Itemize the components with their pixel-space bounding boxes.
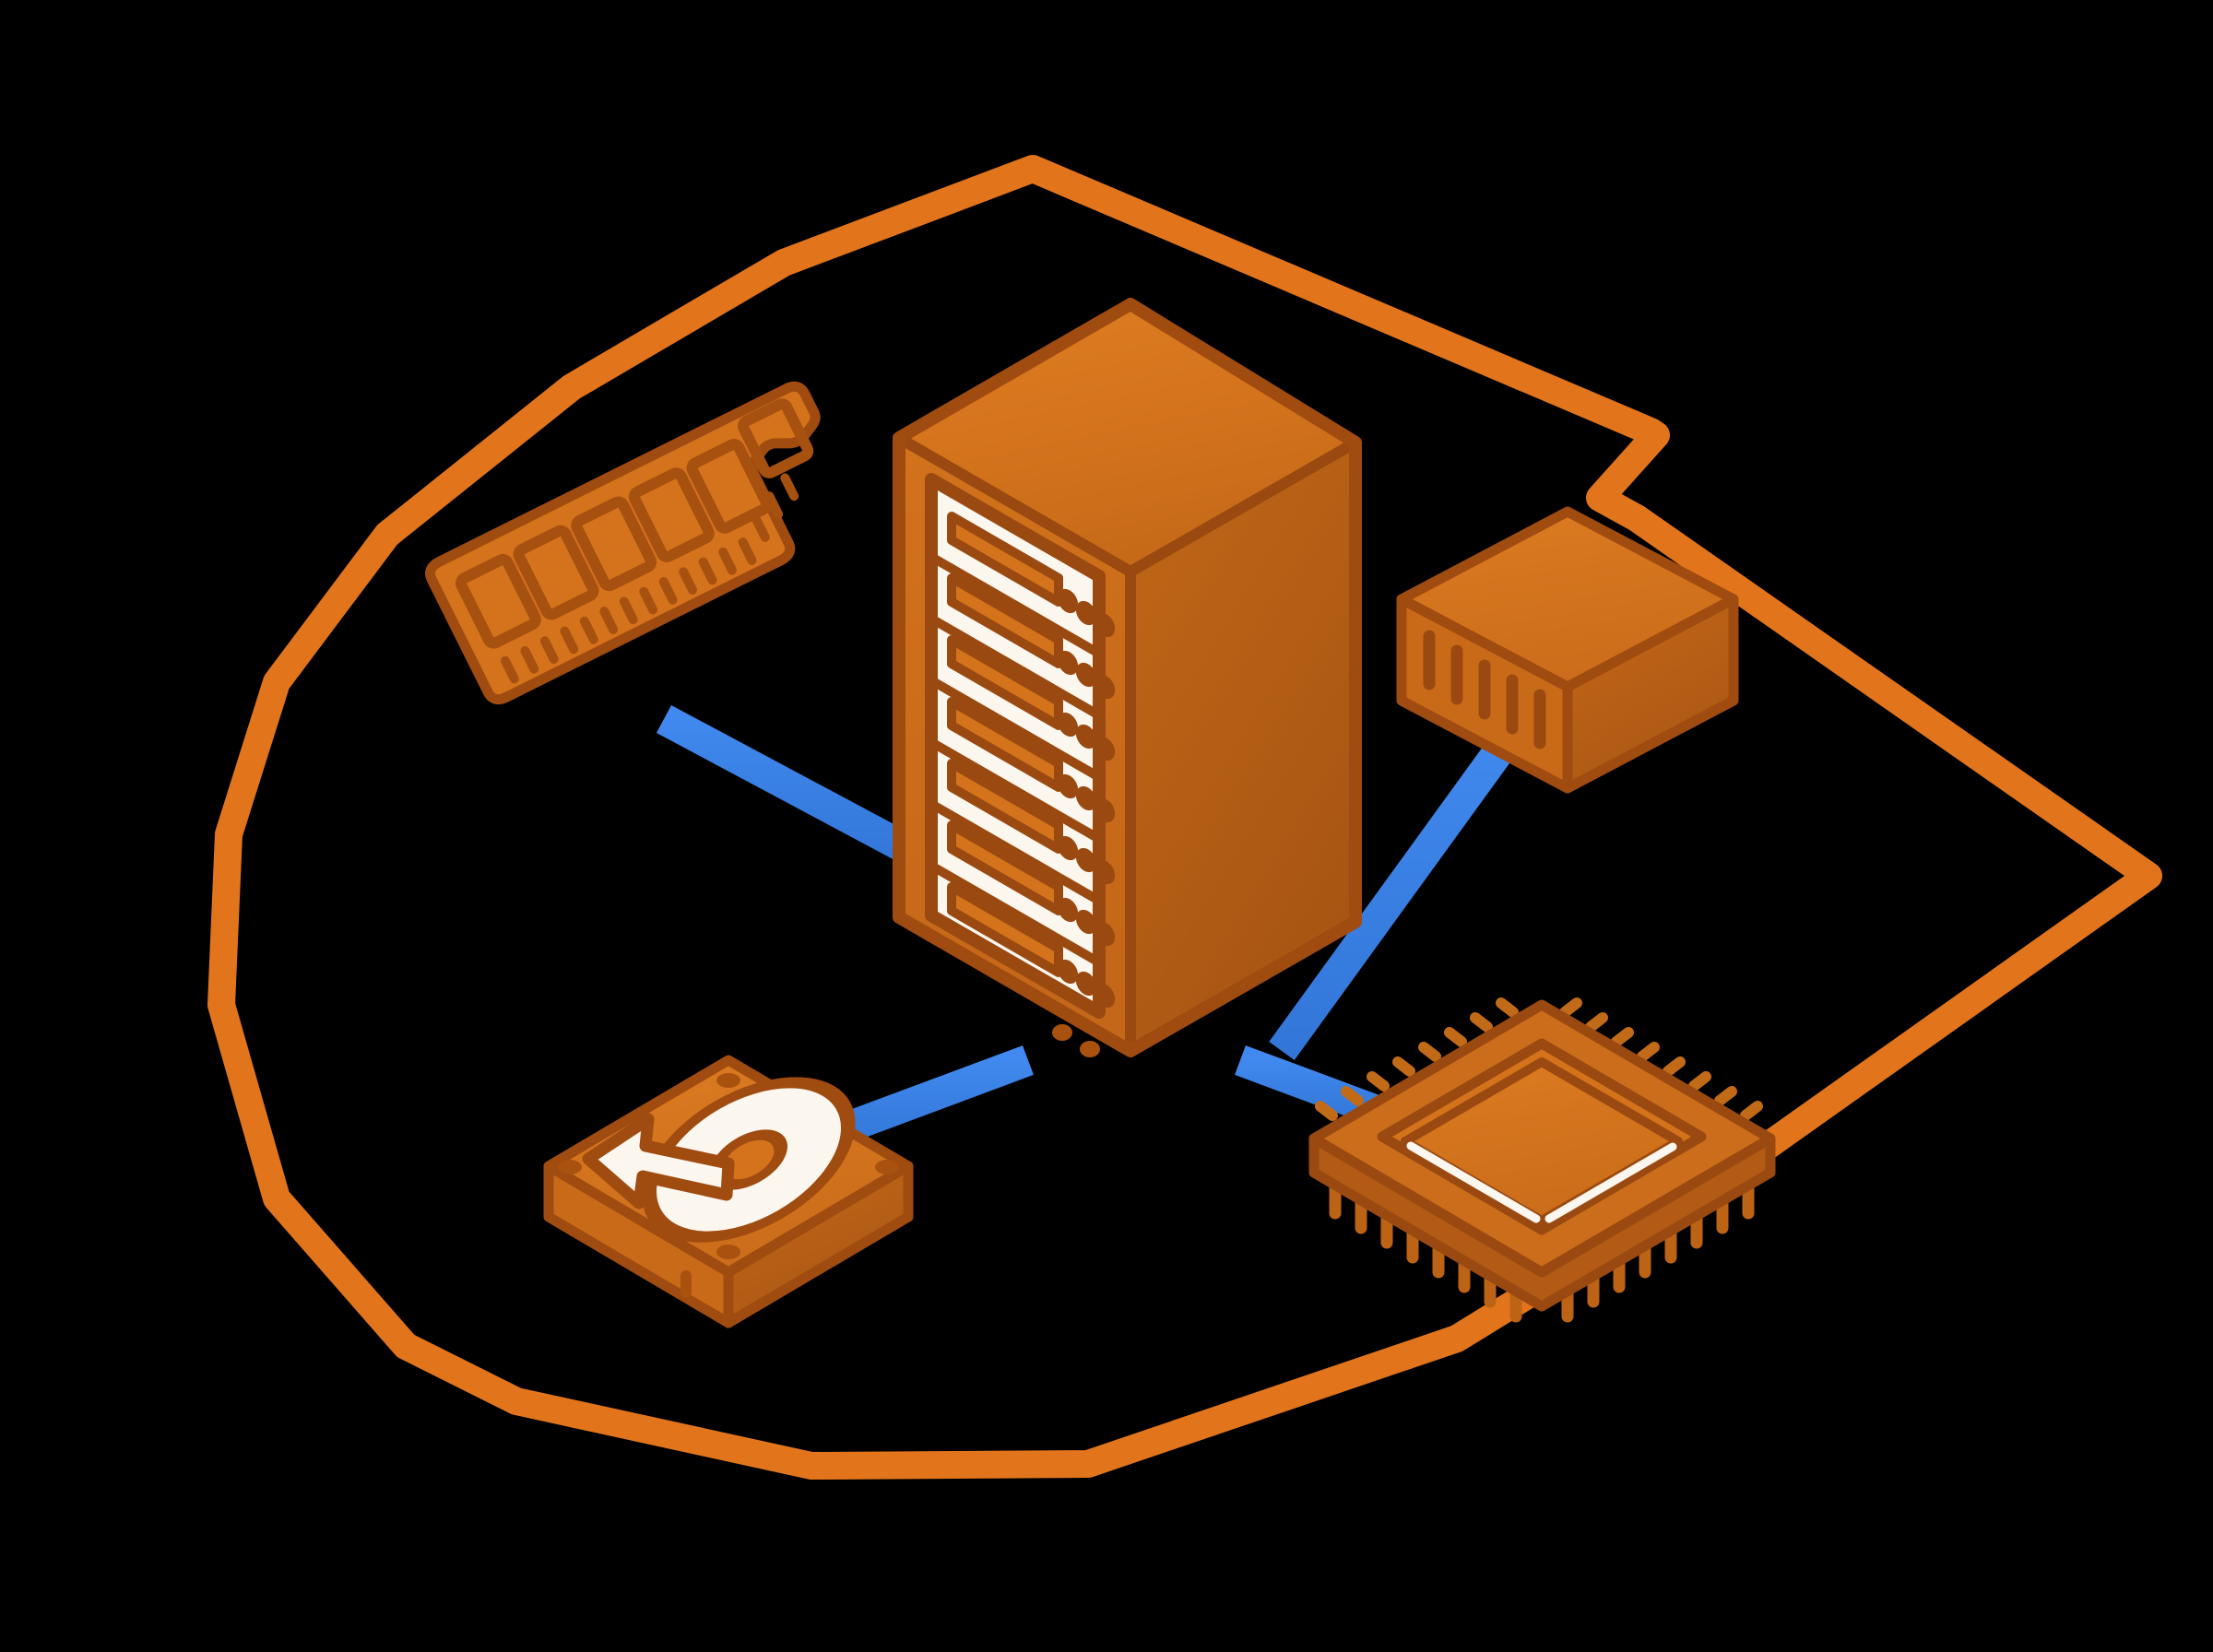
rack-slot-indicators	[1057, 650, 1116, 700]
ram-chip	[686, 439, 773, 534]
server-label: Server Tower	[9, 43, 97, 59]
server-rack-panel	[925, 473, 1119, 1019]
hdd-screw	[716, 1245, 740, 1259]
server-status-leds	[1052, 1024, 1100, 1057]
hdd-actuator-arm	[582, 1113, 735, 1210]
ram-chips	[455, 398, 814, 649]
power-supply-module[interactable]	[1396, 506, 1739, 794]
rack-slot-divider	[929, 738, 1102, 844]
indicator-dot	[1094, 736, 1116, 761]
ram-connector-pins	[500, 473, 799, 684]
ram-chip	[513, 525, 599, 620]
ram-board	[425, 381, 821, 705]
indicator-dot	[1075, 971, 1097, 997]
rack-slot[interactable]	[929, 635, 1119, 782]
rack-slot-indicators	[1057, 959, 1116, 1009]
ram-chip	[571, 496, 657, 592]
hdd-screws	[558, 1073, 899, 1259]
rack-slot-indicators	[1057, 588, 1116, 638]
cpu-die-highlight	[1406, 1141, 1677, 1223]
ram-chip	[455, 553, 541, 649]
hdd-screw	[716, 1073, 740, 1088]
indicator-dot	[1075, 847, 1097, 873]
indicator-dot	[1094, 859, 1116, 885]
indicator-dot	[1057, 712, 1079, 738]
ram-module[interactable]	[425, 381, 867, 705]
hdd-screw	[875, 1160, 899, 1174]
ram-chip	[628, 467, 715, 562]
server-silhouette	[893, 298, 1362, 1057]
psu-right-face	[1562, 594, 1739, 794]
status-led	[1080, 1041, 1100, 1057]
psu-vent-slots	[1423, 630, 1546, 749]
rack-slot-indicators	[1057, 773, 1116, 823]
rack-slot-indicators	[1057, 897, 1116, 947]
indicator-dot	[1075, 724, 1097, 749]
rack-slot[interactable]	[929, 820, 1119, 967]
hard-disk-drive[interactable]	[543, 1051, 914, 1328]
indicator-dot	[1057, 959, 1079, 985]
indicator-dot	[1057, 650, 1079, 676]
shield-outline	[207, 155, 2162, 1480]
rack-slot-divider	[929, 552, 1102, 658]
ram-chip	[738, 398, 814, 478]
cpu-chip[interactable]	[1308, 997, 1776, 1323]
rack-slot-divider	[929, 676, 1102, 782]
indicator-dot	[1057, 835, 1079, 861]
illustration-title: Server Infrastructure	[9, 6, 144, 22]
indicator-dot	[1057, 588, 1079, 614]
indicator-dot	[1094, 612, 1116, 638]
shield-path	[207, 155, 2162, 1480]
server-tower[interactable]	[893, 298, 1362, 1057]
rack-slot-divider	[929, 861, 1102, 967]
hdd-platter	[642, 1077, 856, 1243]
hdd-right-face	[723, 1161, 914, 1328]
shield-label: Shield Outline	[9, 25, 101, 41]
indicator-dot	[1057, 773, 1079, 799]
rack-slot-divider	[929, 799, 1102, 905]
indicator-dot	[1094, 983, 1116, 1009]
indicator-dot	[1075, 785, 1097, 811]
hdd-side-port	[680, 1270, 692, 1298]
psu-label: Power Supply Module	[9, 80, 153, 96]
rack-slot-indicators	[1057, 835, 1116, 885]
indicator-dot	[1075, 662, 1097, 688]
connector-psu-link	[1269, 724, 1525, 1060]
indicator-dot	[1075, 909, 1097, 935]
indicator-dot	[1094, 797, 1116, 823]
hdd-screw	[558, 1160, 582, 1174]
connector-ram-link	[656, 705, 940, 876]
indicator-dot	[1075, 600, 1097, 626]
status-led	[1052, 1024, 1072, 1041]
indicator-dot	[1094, 921, 1116, 947]
cpu-label: CPU Processor Chip	[9, 117, 146, 133]
hdd-label: Hard Disk Drive	[9, 99, 112, 114]
indicator-dot	[1057, 897, 1079, 923]
ram-label: RAM Memory Module	[9, 62, 152, 77]
indicator-dot	[1094, 674, 1116, 700]
rack-slot-divider	[929, 614, 1102, 720]
rack-slot-indicators	[1057, 712, 1116, 761]
